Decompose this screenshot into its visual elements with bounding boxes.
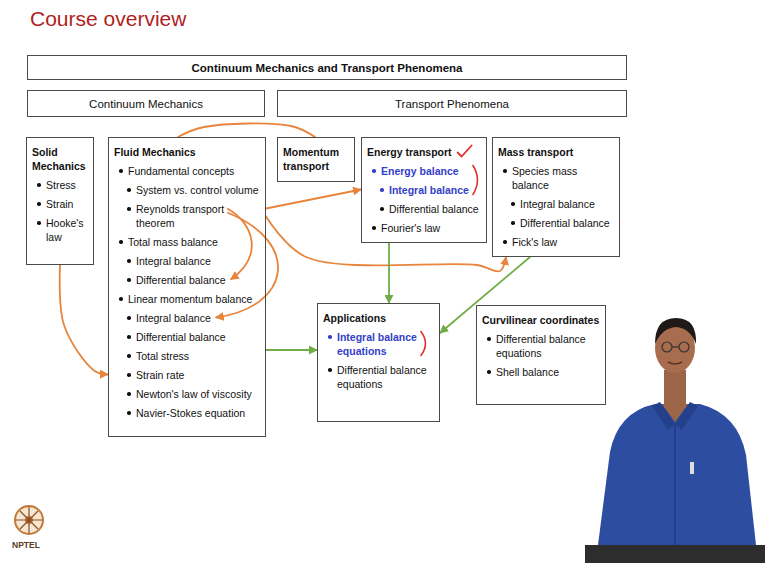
list-item: Differential balance equations — [482, 329, 601, 362]
list-item: Integral balance — [114, 308, 211, 327]
box-heading: Energy transport — [367, 142, 452, 161]
bracket-mark — [421, 332, 426, 356]
list-item: Shell balance — [482, 362, 559, 381]
box-heading: Curvilinear coordinates — [482, 310, 599, 329]
connector-arrow — [266, 190, 361, 209]
topic-box: Momentum transport — [277, 137, 355, 182]
annotation-arrow — [227, 209, 252, 280]
list-item: Differential balance equations — [323, 360, 435, 393]
slide-title: Course overview — [30, 7, 186, 31]
list-item: Differential balance — [498, 213, 610, 232]
connector-arrow — [60, 265, 108, 375]
list-item: Fundamental concepts — [114, 161, 234, 180]
list-item: Hooke's law — [32, 213, 89, 246]
logo — [15, 506, 43, 534]
annotations — [216, 146, 478, 356]
list-item: Fick's law — [498, 232, 557, 251]
neck — [664, 370, 686, 408]
logo-wordmark: NPTEL — [12, 540, 40, 550]
list-item: Reynolds transport theorem — [114, 199, 261, 232]
connector-arrow — [266, 349, 317, 351]
shirt-placket — [674, 424, 676, 545]
box-heading: Applications — [323, 308, 386, 327]
list-item: Strain — [32, 194, 73, 213]
box-heading: Solid Mechanics — [32, 142, 89, 175]
band-label: Continuum Mechanics — [89, 97, 203, 111]
list-item: Total mass balance — [114, 232, 218, 251]
glasses — [662, 342, 672, 352]
podium — [585, 545, 765, 563]
list-item: Differential balance — [114, 327, 226, 346]
connector-arrow — [266, 217, 506, 272]
box-heading: Fluid Mechanics — [114, 142, 196, 161]
topic-box: Energy transportEnergy balanceIntegral b… — [361, 137, 487, 243]
topic-box: Curvilinear coordinatesDifferential bala… — [476, 305, 606, 405]
topic-box: Fluid MechanicsFundamental conceptsSyste… — [108, 137, 266, 437]
list-item: Total stress — [114, 346, 189, 365]
lecturer-figure — [585, 318, 765, 563]
header-band: Transport Phenomena — [277, 90, 627, 117]
check-mark — [458, 146, 472, 157]
connector-arrow — [178, 123, 315, 137]
list-item: Integral balance — [367, 180, 469, 199]
hair — [655, 318, 696, 344]
glasses-bridge — [672, 346, 679, 347]
list-item: Navier-Stokes equation — [114, 403, 245, 422]
list-item: Strain rate — [114, 365, 184, 384]
list-item: Fourier's law — [367, 218, 440, 237]
header-band: Continuum Mechanics and Transport Phenom… — [27, 55, 627, 80]
list-item: Stress — [32, 175, 76, 194]
band-label: Continuum Mechanics and Transport Phenom… — [192, 61, 463, 75]
microphone — [690, 462, 694, 474]
list-item: System vs. control volume — [114, 180, 259, 199]
connector-arrow — [388, 243, 390, 303]
list-item: Integral balance — [114, 251, 211, 270]
moustache — [668, 362, 682, 364]
logo-spokes — [16, 507, 42, 533]
topic-box: Mass transportSpecies mass balanceIntegr… — [492, 137, 620, 257]
list-item: Linear momentum balance — [114, 289, 252, 308]
header-band: Continuum Mechanics — [27, 90, 265, 117]
connectors — [60, 123, 530, 374]
logo-wheel — [15, 506, 43, 534]
band-label: Transport Phenomena — [395, 97, 509, 111]
topic-box: ApplicationsIntegral balance equationsDi… — [317, 303, 440, 422]
list-item: Integral balance equations — [323, 327, 435, 360]
box-heading: Mass transport — [498, 142, 573, 161]
box-heading: Momentum transport — [283, 142, 350, 175]
list-item: Newton's law of viscosity — [114, 384, 252, 403]
list-item: Energy balance — [367, 161, 459, 180]
list-item: Integral balance — [498, 194, 595, 213]
list-item: Differential balance — [367, 199, 479, 218]
bracket-mark — [473, 166, 478, 195]
list-item: Differential balance — [114, 270, 226, 289]
topic-box: Solid MechanicsStressStrainHooke's law — [26, 137, 94, 265]
glasses — [679, 342, 689, 352]
list-item: Species mass balance — [498, 161, 615, 194]
